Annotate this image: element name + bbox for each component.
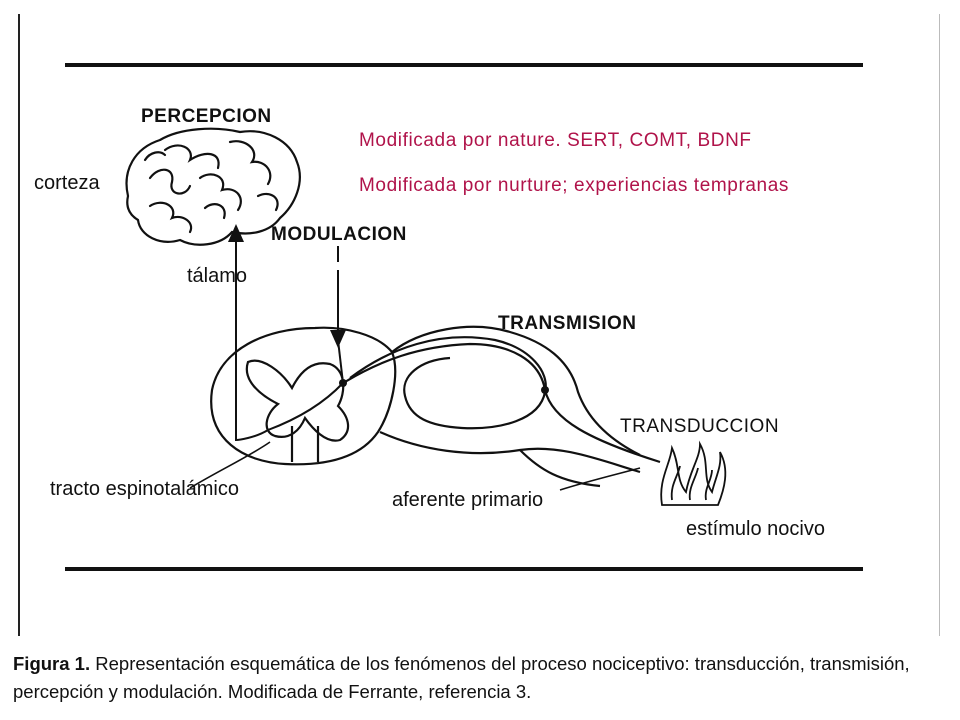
figure-caption: Figura 1. Representación esquemática de … [13, 650, 948, 706]
figure-frame [18, 14, 940, 636]
bottom-rule [65, 567, 863, 571]
afferent-pointer [559, 467, 641, 491]
brain-icon [125, 127, 301, 246]
label-transduccion: TRANSDUCCION [620, 416, 780, 437]
spinothalamic-tract-arrow [228, 224, 344, 442]
label-corteza: corteza [34, 172, 100, 194]
label-estimulo-nocivo: estímulo nocivo [686, 518, 825, 540]
caption-text: Representación esquemática de los fenóme… [13, 653, 910, 702]
label-modulacion: MODULACION [271, 224, 407, 245]
top-rule [65, 63, 863, 67]
caption-label: Figura 1. [13, 653, 91, 674]
label-aferente-primario: aferente primario [392, 489, 544, 511]
note-nature: Modificada por nature. SERT, COMT, BDNF [359, 130, 752, 151]
primary-afferent-fiber [339, 342, 661, 464]
label-tracto-espinotalamico: tracto espinotalámico [50, 478, 239, 500]
note-nurture: Modificada por nurture; experiencias tem… [359, 175, 789, 196]
modulation-line [337, 339, 344, 384]
label-percepcion: PERCEPCION [141, 106, 272, 127]
spinal-cord-icon [210, 326, 397, 466]
afferent-pathway [349, 325, 641, 488]
label-talamo: tálamo [187, 265, 248, 287]
ganglion-node [541, 386, 549, 394]
flame-icon [660, 440, 727, 506]
label-transmision: TRANSMISION [498, 313, 637, 334]
tract-pointer [189, 441, 271, 489]
